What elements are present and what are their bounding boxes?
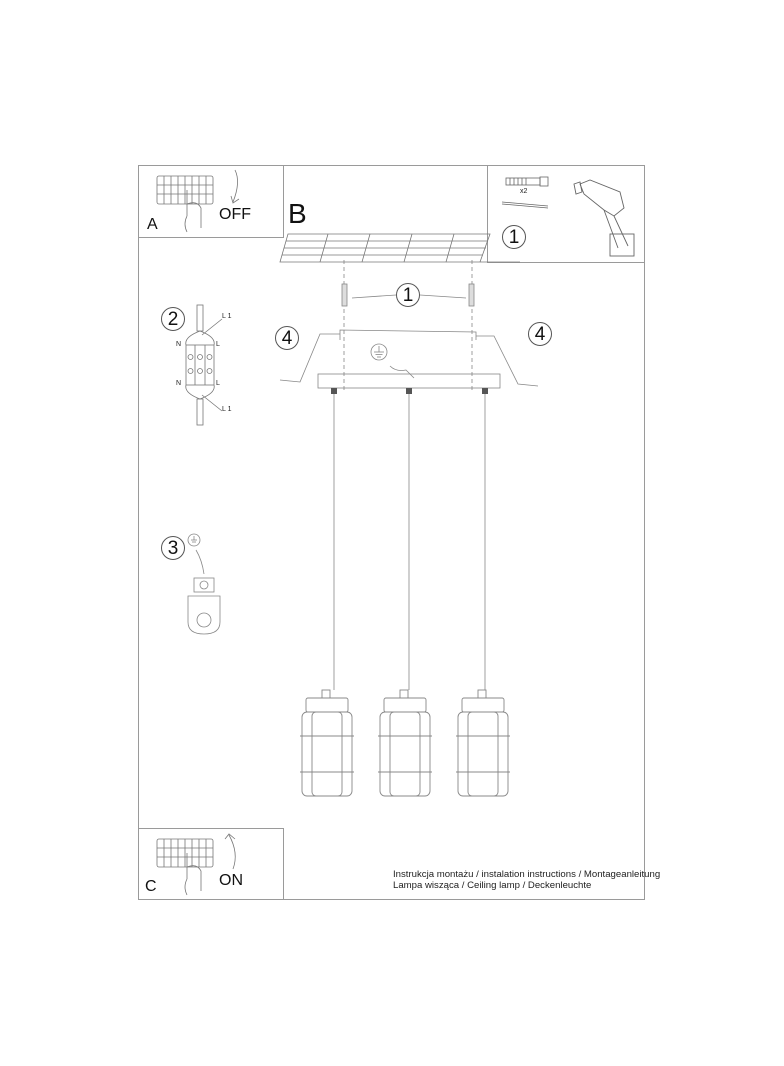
step-4-badge-left: 4 xyxy=(275,326,299,350)
panel-a-off-label: OFF xyxy=(219,206,251,223)
step-3-badge: 3 xyxy=(161,536,185,560)
wall-plug-and-screw-icon xyxy=(501,176,549,209)
document-caption: Instrukcja montażu / instalation instruc… xyxy=(393,869,660,891)
ground-symbol-icon xyxy=(370,343,388,361)
power-drill-icon xyxy=(573,179,635,257)
panel-c-power-on: C ON xyxy=(138,828,284,900)
pendant-lamp-shades xyxy=(300,689,510,797)
wire-l1-top: L 1 xyxy=(222,313,232,320)
wire-l1-bottom: L 1 xyxy=(222,406,232,413)
page-frame xyxy=(138,165,645,900)
fuse-box-icon xyxy=(156,169,240,233)
ceiling-icon xyxy=(279,233,520,263)
caption-line-2: Lampa wisząca / Ceiling lamp / Deckenleu… xyxy=(393,880,592,891)
fuse-box-icon xyxy=(156,833,236,896)
wire-n-bottom: N xyxy=(176,380,182,387)
panel-tools: x2 1 xyxy=(487,165,645,263)
panel-b-letter: B xyxy=(288,198,307,229)
wire-n-top: N xyxy=(176,341,182,348)
ground-terminal-icon xyxy=(187,533,221,635)
wire-l-top: L xyxy=(216,341,220,348)
wire-l-bottom: L xyxy=(216,380,220,387)
caption-line-1: Instrukcja montażu / instalation instruc… xyxy=(393,869,661,880)
panel-a-letter: A xyxy=(147,216,158,233)
panel-c-letter: C xyxy=(145,878,157,895)
step-1-badge-tools: 1 xyxy=(502,225,526,249)
quantity-label: x2 xyxy=(520,188,528,195)
panel-c-on-label: ON xyxy=(219,872,243,889)
step-4-badge-right: 4 xyxy=(528,322,552,346)
step-2-badge: 2 xyxy=(161,307,185,331)
ceiling-mount-diagram xyxy=(279,260,539,690)
terminal-block-icon xyxy=(185,304,223,426)
panel-a-power-off: A OFF xyxy=(138,165,284,238)
step-1-badge-screws: 1 xyxy=(396,283,420,307)
